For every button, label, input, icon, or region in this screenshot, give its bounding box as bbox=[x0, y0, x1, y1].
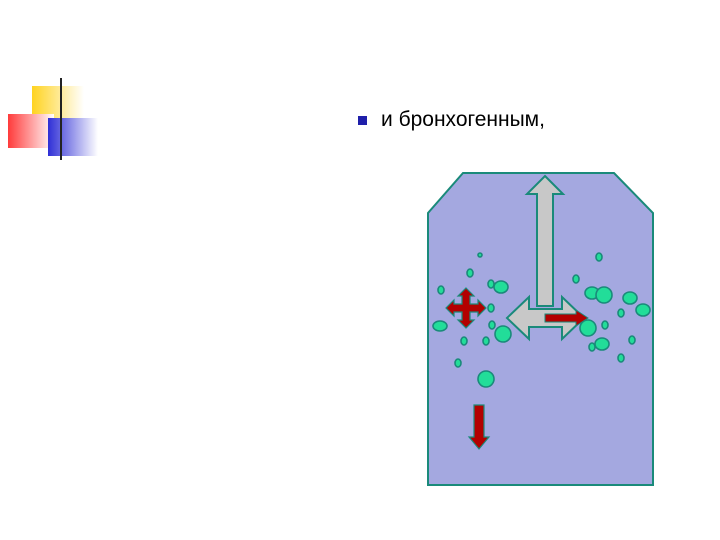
deco-red-square bbox=[8, 114, 54, 148]
bubble bbox=[493, 280, 509, 294]
bubble bbox=[601, 320, 609, 330]
bullet-item: и бронхогенным, bbox=[358, 108, 545, 132]
bubble bbox=[494, 325, 512, 343]
square-bullet-icon bbox=[358, 115, 367, 125]
bubble bbox=[477, 370, 495, 388]
bubble bbox=[588, 342, 596, 352]
bubble bbox=[454, 358, 462, 368]
gray-up-arrow-icon bbox=[524, 174, 566, 307]
red-right-arrow-icon bbox=[544, 309, 589, 327]
bubble bbox=[432, 320, 448, 332]
bubble bbox=[579, 319, 597, 337]
bubble bbox=[477, 252, 483, 258]
bubble bbox=[488, 320, 496, 330]
bubble bbox=[466, 268, 474, 278]
bubble bbox=[594, 337, 610, 351]
bubble bbox=[487, 279, 495, 289]
red-down-arrow-icon bbox=[467, 404, 491, 450]
bubble bbox=[628, 335, 636, 345]
bubble bbox=[487, 303, 495, 313]
bubble bbox=[617, 308, 625, 318]
bubble bbox=[460, 336, 468, 346]
bubble bbox=[437, 285, 445, 295]
bubble bbox=[595, 252, 603, 262]
bubble bbox=[617, 353, 625, 363]
bubble bbox=[595, 286, 613, 304]
bubble bbox=[635, 303, 651, 317]
deco-blue-square bbox=[48, 118, 98, 156]
four-way-red-arrow-icon bbox=[445, 287, 487, 329]
title-decoration bbox=[8, 78, 640, 160]
bubbles bbox=[432, 252, 651, 388]
bubble bbox=[572, 274, 580, 284]
bubble bbox=[622, 291, 638, 305]
bullet-text: и бронхогенным, bbox=[381, 108, 545, 131]
bubble bbox=[482, 336, 490, 346]
